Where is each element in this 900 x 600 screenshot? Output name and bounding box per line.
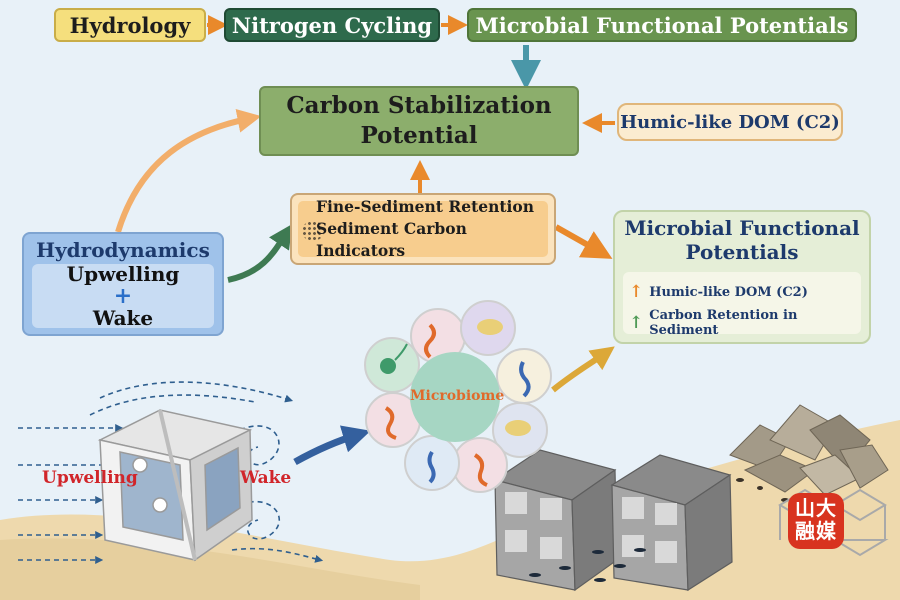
microbial-panel-list: ↑ Humic-like DOM (C2) ↑ Carbon Retention… — [623, 272, 861, 338]
sediment-line1: Fine-Sediment Retention — [316, 197, 535, 216]
media-logo-text: 山大融媒 — [795, 496, 837, 543]
humic-dom-box: Humic-like DOM (C2) — [617, 103, 843, 141]
fish-school — [529, 548, 646, 582]
panel-item-2-label: Carbon Retention in Sediment — [649, 308, 798, 338]
panel-item-1: ↑ Humic-like DOM (C2) — [629, 282, 808, 302]
nitrogen-cycling-box: Nitrogen Cycling — [224, 8, 440, 42]
panel-title-line2: Potentials — [685, 240, 799, 264]
humic-dom-label: Humic-like DOM (C2) — [620, 111, 840, 133]
arrow-hydro-sediment — [227, 224, 293, 283]
arrow-sediment-microbial — [554, 224, 613, 259]
hydro-wake-label: Wake — [92, 306, 154, 330]
hydrology-box: Hydrology — [54, 8, 206, 42]
reef-modules-right — [493, 449, 733, 592]
arrow-hydro-carbon — [115, 108, 262, 233]
hydro-upwelling-label: Upwelling — [66, 262, 180, 286]
microbiome-cluster — [364, 300, 552, 493]
panel-item-1-label: Humic-like DOM (C2) — [649, 284, 808, 300]
media-logo — [788, 493, 844, 549]
reef-upwelling-label: Upwelling — [42, 468, 138, 488]
carbon-line2: Potential — [360, 122, 478, 149]
panel-title-line1: Microbial Functional — [624, 216, 860, 240]
panel-item-2: ↑ Carbon Retention in Sediment — [629, 308, 861, 338]
carbon-line1: Carbon Stabilization — [286, 92, 552, 119]
hydrodynamics-inner: Upwelling + Wake — [32, 262, 214, 330]
nitrogen-cycling-label: Nitrogen Cycling — [231, 12, 433, 38]
arrow-up-orange-icon: ↑ — [629, 282, 644, 302]
hydrology-label: Hydrology — [69, 12, 191, 38]
arrow-up-green-icon: ↑ — [629, 313, 644, 333]
microbiome-label: Microbiome — [410, 388, 505, 404]
sediment-box: Fine-Sediment Retention Sediment Carbon … — [290, 193, 556, 265]
carbon-stabilization-box: Carbon Stabilization Potential — [259, 86, 579, 156]
hydrodynamics-box: Hydrodynamics Upwelling + Wake — [22, 232, 224, 336]
reef-module-left — [97, 409, 253, 562]
sediment-text: Fine-Sediment Retention Sediment Carbon … — [316, 196, 554, 262]
microbial-potentials-top-box: Microbial Functional Potentials — [467, 8, 857, 42]
microbial-panel-title: Microbial Functional Potentials — [615, 216, 869, 264]
arrow-microbiome-panel — [551, 346, 615, 393]
microbial-potentials-top-label: Microbial Functional Potentials — [475, 12, 849, 38]
plus-icon: + — [113, 283, 133, 309]
sediment-dots-icon — [302, 221, 324, 241]
sediment-inner — [298, 201, 548, 257]
hydrodynamics-title: Hydrodynamics — [36, 238, 210, 262]
reef-wake-label: Wake — [240, 468, 292, 488]
microbial-panel: Microbial Functional Potentials ↑ Humic-… — [613, 210, 871, 344]
arrow-reef-microbiome — [293, 425, 371, 466]
sediment-line2: Sediment Carbon Indicators — [316, 219, 467, 260]
rock-pile — [729, 404, 889, 496]
